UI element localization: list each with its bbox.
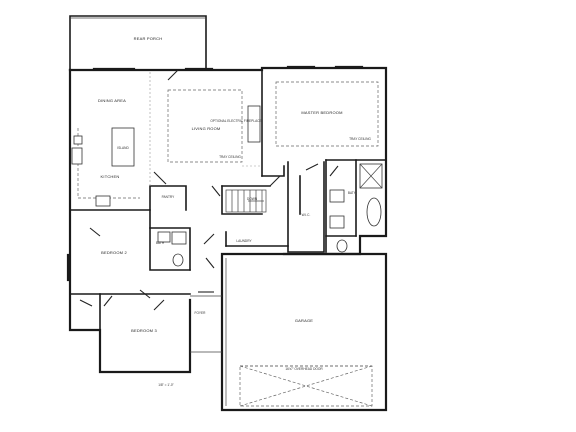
master-bedroom-label: MASTER BEDROOM (301, 110, 342, 115)
garage-door-note: 16'x7' OVERHEAD DOOR (285, 367, 323, 371)
kitchen-fixtures: ISLAND KITCHEN (71, 127, 140, 207)
stairs-label: DOWN (247, 197, 258, 201)
dining-area-label: DINING AREA (98, 98, 126, 103)
plan-notes: OPTIONAL ELECTRIC FIREPLACE TRAY CEILING… (158, 119, 371, 387)
pantry-label: PANTRY (162, 195, 176, 199)
laundry-label: LAUNDRY (236, 239, 252, 243)
tray-ceiling-master-note: TRAY CEILING (349, 137, 371, 141)
rear-porch: REAR PORCH (69, 15, 207, 71)
front-stoop (190, 295, 222, 353)
tray-ceiling-living-note: TRAY CEILING (219, 155, 241, 159)
bath-2-label: BATH (156, 241, 165, 245)
doors (79, 69, 339, 311)
island-label: ISLAND (117, 146, 129, 150)
fireplace-note: OPTIONAL ELECTRIC FIREPLACE (210, 119, 261, 123)
ceiling-lines (149, 72, 379, 407)
kitchen-label: KITCHEN (101, 174, 120, 179)
bedroom-3-label: BEDROOM 3 (131, 328, 157, 333)
island (111, 127, 135, 167)
garage-label: GARAGE (295, 318, 313, 323)
rear-porch-label: REAR PORCH (134, 36, 163, 41)
stairs: DOWN (225, 189, 267, 213)
room-labels: DINING AREA LIVING ROOM MASTER BEDROOM P… (98, 98, 357, 333)
range (73, 135, 83, 145)
living-room-label: LIVING ROOM (192, 126, 221, 131)
bedroom-2-label: BEDROOM 2 (101, 250, 127, 255)
bath-fixtures (157, 163, 383, 267)
sink (71, 147, 83, 165)
refrigerator (95, 195, 111, 207)
wic-label: W.I.C. (302, 213, 311, 217)
plan-scale-note: 1/8" = 1'-0" (158, 383, 174, 387)
bath-master-label: BATH (348, 191, 357, 195)
foyer-label: FOYER (195, 311, 207, 315)
